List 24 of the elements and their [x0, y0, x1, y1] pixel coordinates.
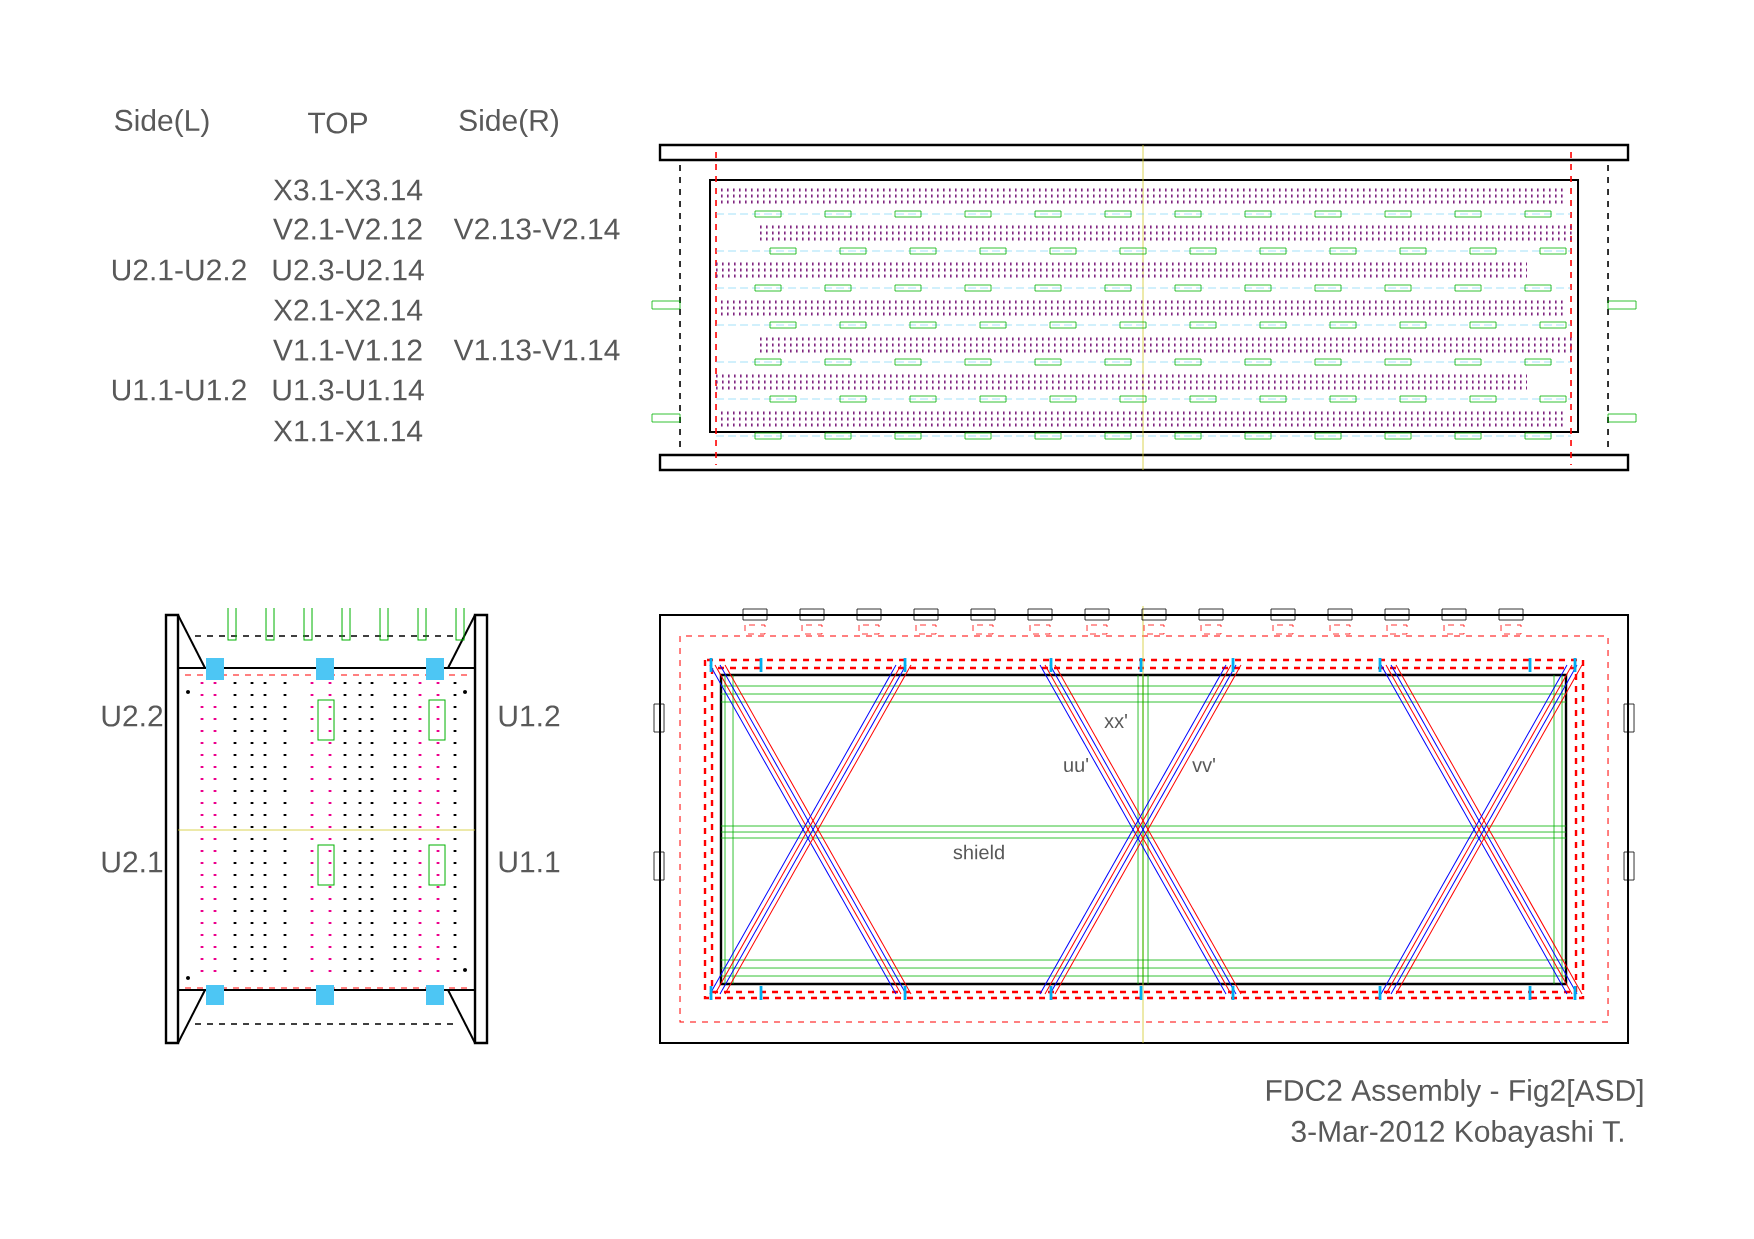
wire-plane-label: X3.1-X3.14: [273, 179, 423, 201]
wire-plane-label: U1.1-U1.2: [112, 379, 246, 401]
plane-label: xx': [1104, 714, 1127, 728]
wire-plane-label: V1.1-V1.12: [273, 339, 422, 361]
plane-label: uu': [1064, 758, 1089, 772]
wire-plane-label: X2.1-X2.14: [273, 299, 423, 321]
column-heading: TOP: [308, 112, 367, 134]
column-heading: Side(L): [115, 109, 209, 137]
wire-plane-label: V2.13-V2.14: [453, 218, 620, 240]
plane-label: vv': [1192, 758, 1215, 772]
column-heading: Side(R): [459, 109, 558, 137]
plane-label: U1.2: [499, 705, 560, 727]
plane-label: U2.2: [102, 705, 163, 727]
plane-label: U2.1: [102, 851, 163, 873]
wire-plane-label: U2.3-U2.14: [273, 259, 424, 281]
plane-label: shield: [953, 844, 1004, 860]
wire-plane-label: V2.1-V2.12: [273, 218, 422, 240]
title-block-text: FDC2 Assembly - Fig2[ASD]: [1267, 1079, 1643, 1107]
plane-label: U1.1: [499, 851, 560, 873]
wire-plane-label: U2.1-U2.2: [112, 259, 246, 281]
wire-plane-label: U1.3-U1.14: [273, 379, 424, 401]
wire-plane-label: X1.1-X1.14: [273, 420, 423, 442]
wire-plane-label: V1.13-V1.14: [453, 339, 620, 361]
title-block-text: 3-Mar-2012 Kobayashi T.: [1291, 1120, 1623, 1148]
